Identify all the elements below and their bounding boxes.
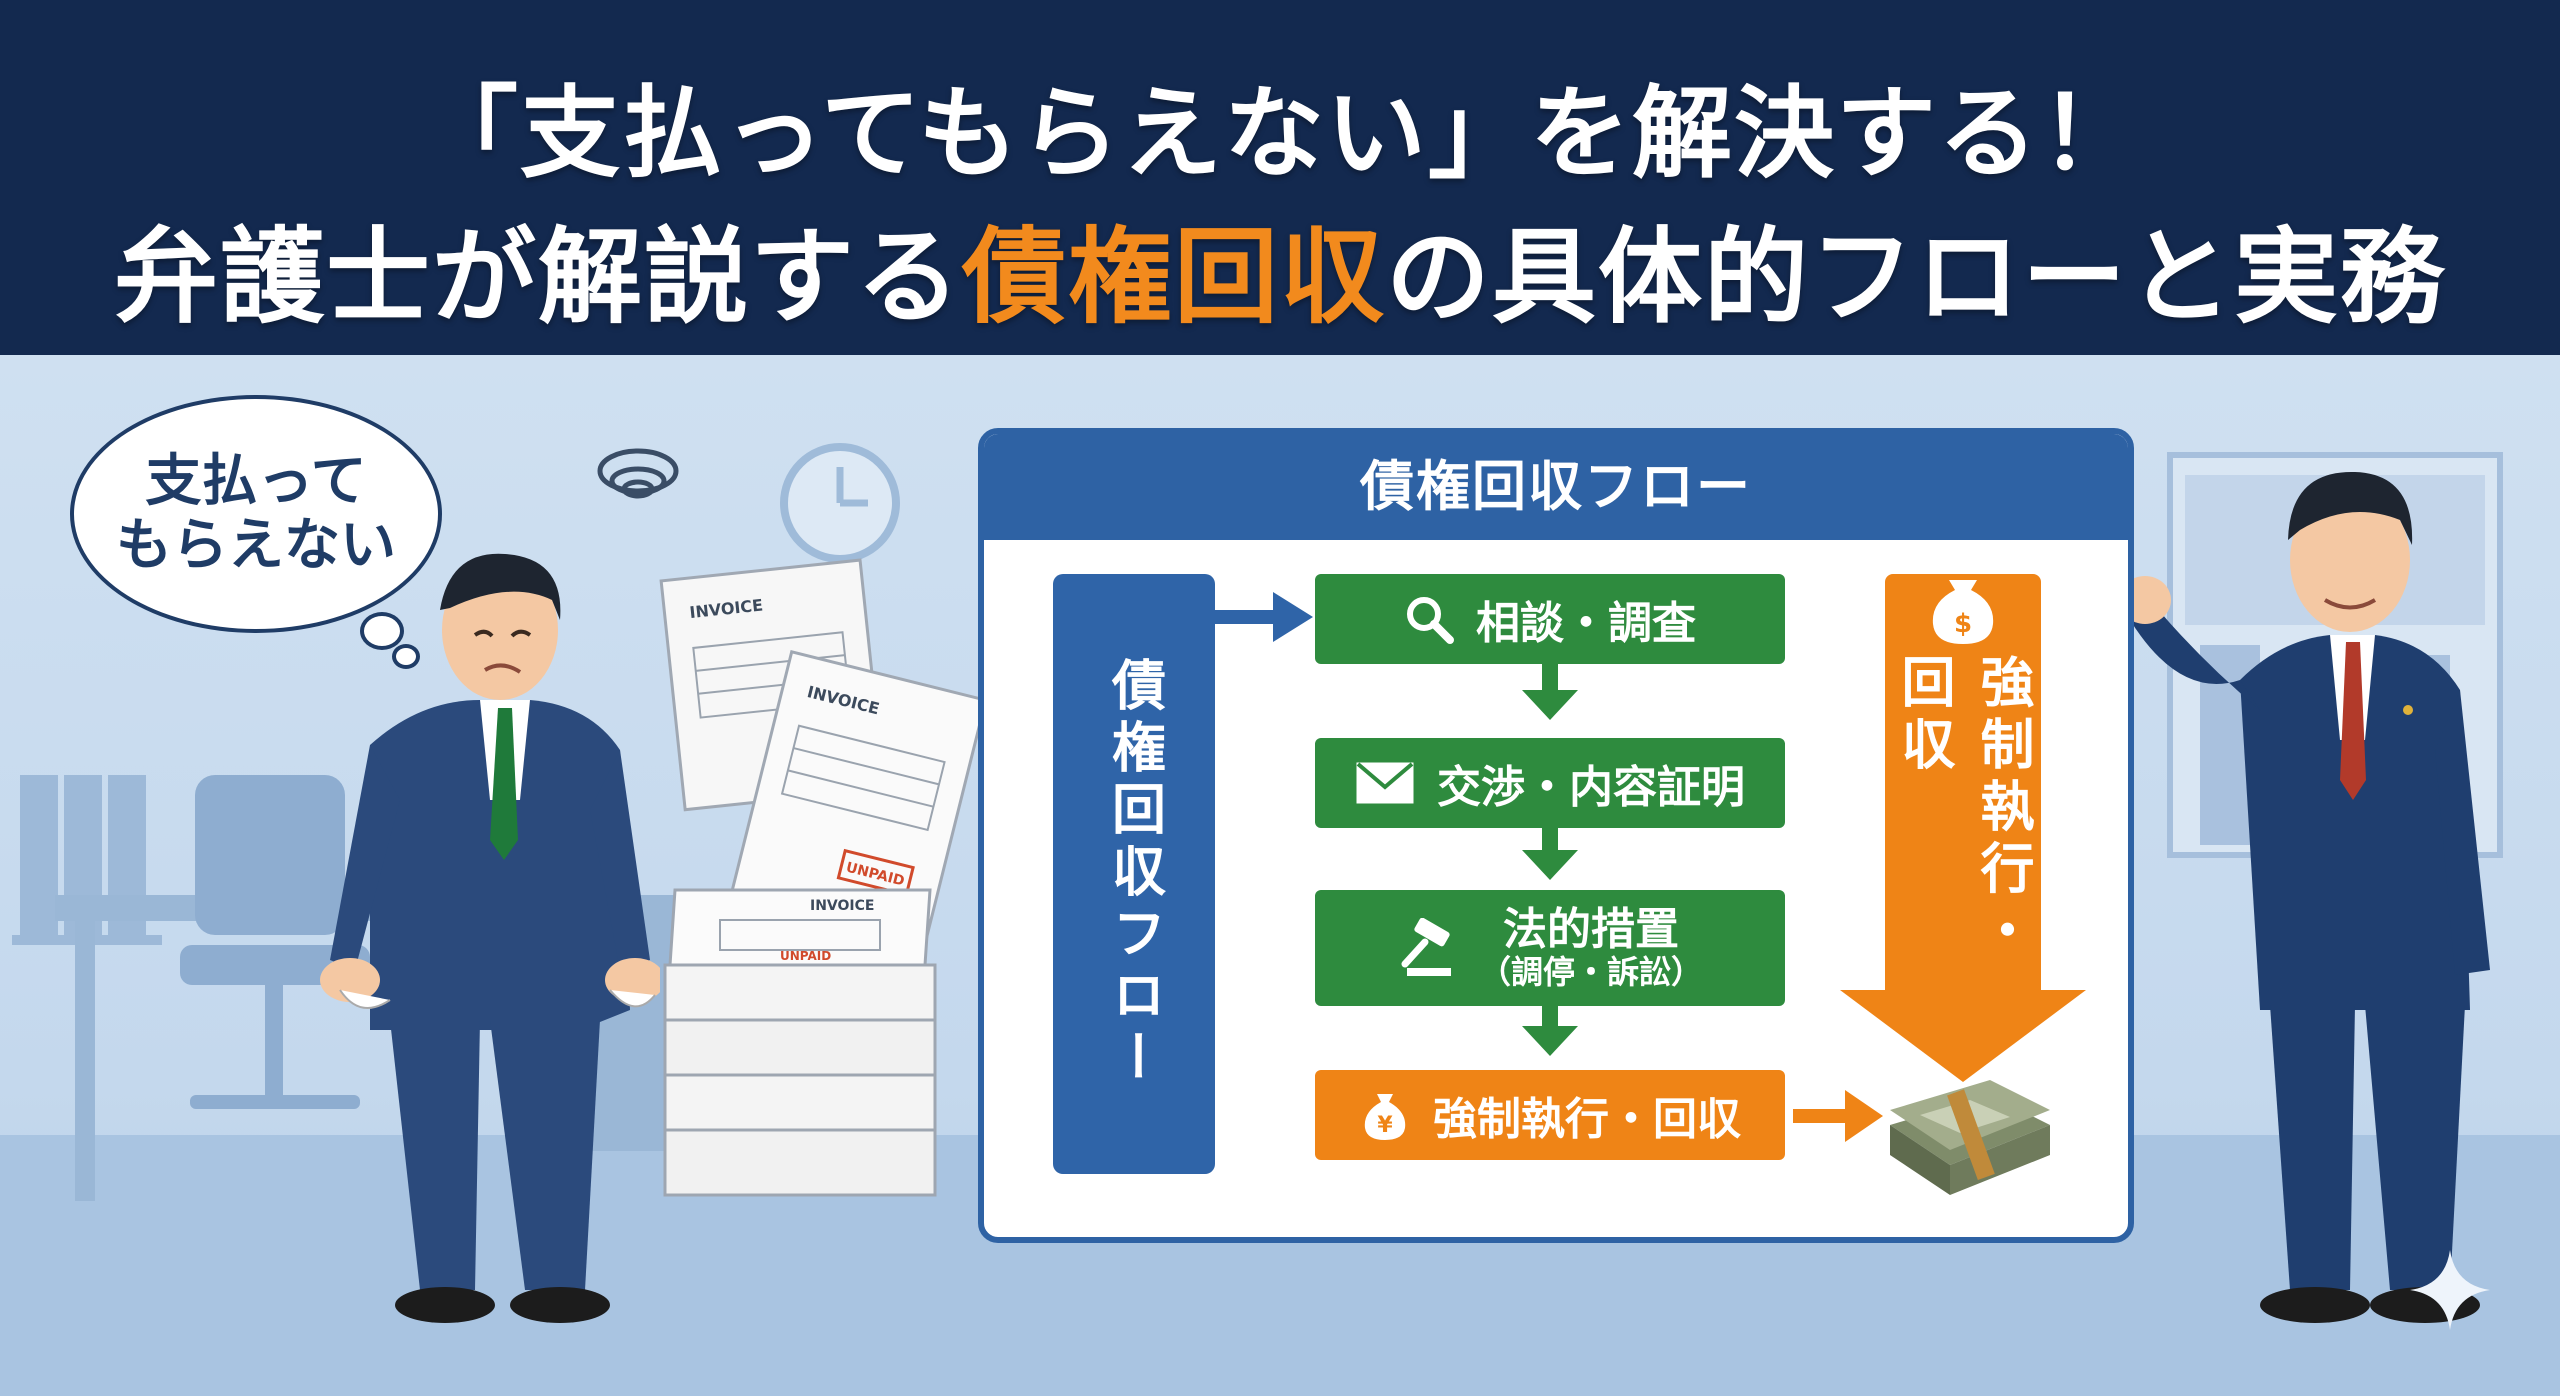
unpaid-stamp: UNPAID — [780, 949, 831, 963]
invoice-paper: INVOICE UNPAID — [729, 649, 980, 945]
magnifier-icon — [1407, 597, 1454, 644]
arrow-right-icon — [1215, 592, 1313, 642]
trousers — [390, 1020, 480, 1290]
svg-text:¥: ¥ — [1377, 1113, 1393, 1138]
suit-jacket — [2240, 635, 2470, 1010]
clock-icon — [780, 443, 900, 563]
flow-side-label: 債権回収フロー — [1102, 657, 1166, 1091]
invoice-label: INVOICE — [810, 898, 874, 914]
office-chair — [180, 775, 370, 1109]
gavel-icon — [1401, 918, 1451, 976]
flow-step-label: 交渉・内容証明 — [1437, 762, 1745, 813]
flow-title: 債権回収フロー — [984, 434, 2128, 540]
title-line-2-part1: 弁護士が解説する — [113, 216, 962, 338]
invoice-documents: INVOICE INVOICE UNPAID INVOICE UNPAID — [659, 558, 980, 1197]
pointing-arm — [2130, 600, 2260, 710]
dizzy-swirl-icon — [597, 448, 679, 499]
speech-bubble-line-2: もらえない — [116, 513, 396, 578]
arrow-down-icon — [1522, 1026, 1578, 1056]
empty-pocket — [339, 989, 391, 1009]
flow-step-negotiation: 交渉・内容証明 — [1315, 738, 1785, 828]
flow-step-label: 強制執行・回収 — [1433, 1094, 1741, 1145]
arrow-down-icon — [1522, 850, 1578, 880]
flow-step-sublabel: （調停・訴訟） — [1478, 952, 1703, 991]
trousers — [2270, 1005, 2355, 1290]
shoe — [2260, 1287, 2370, 1323]
green-tie — [490, 708, 518, 860]
lawyer — [2094, 471, 2490, 1323]
sparkle-icon — [2410, 1250, 2490, 1330]
flow-step-label: 相談・調査 — [1476, 598, 1696, 649]
title-banner: 「支払ってもらえない」を解決する！ 弁護士が解説する債権回収の具体的フローと実務 — [0, 0, 2560, 355]
big-arrow-label: 強制執行・回収 — [1892, 654, 2034, 964]
enforcement-big-arrow: 強制執行・回収 — [1885, 574, 2041, 994]
shoe — [395, 1287, 495, 1323]
arrow-down-stem — [1542, 828, 1558, 852]
arrow-right-icon — [1793, 1090, 1883, 1142]
worried-businessman — [320, 553, 660, 1323]
title-line-2: 弁護士が解説する債権回収の具体的フローと実務 — [0, 192, 2560, 343]
bubble-tail-dot — [360, 612, 404, 650]
red-tie — [2340, 642, 2366, 800]
hair — [2288, 471, 2413, 545]
money-bag-yen-icon: ¥ — [1364, 1094, 1406, 1140]
hair — [440, 553, 561, 620]
flow-step-legal-action: 法的措置 （調停・訴訟） — [1315, 890, 1785, 1006]
arrow-down-head — [1840, 990, 2086, 1082]
title-line-1: 「支払ってもらえない」を解決する！ — [418, 75, 2142, 192]
title-highlight: 債権回収 — [961, 216, 1386, 338]
arrow-down-icon — [1522, 690, 1578, 720]
arrow-down-stem — [1542, 1006, 1558, 1028]
title-line-2-part2: の具体的フローと実務 — [1386, 216, 2447, 338]
money-bag-dollar-icon: $ — [1932, 580, 1994, 644]
flow-step-label: 法的措置 — [1502, 904, 1679, 956]
flow-step-consultation: 相談・調査 — [1315, 574, 1785, 664]
envelope-icon — [1356, 762, 1414, 804]
speech-bubble: 支払って もらえない — [70, 395, 442, 633]
flow-step-enforcement: ¥ 強制執行・回収 — [1315, 1070, 1785, 1160]
empty-pocket — [609, 989, 656, 1008]
bubble-tail-dot — [392, 644, 420, 669]
shoe — [510, 1287, 610, 1323]
svg-text:$: $ — [1954, 609, 1972, 639]
invoice-stack: INVOICE UNPAID — [663, 888, 937, 1197]
face — [2290, 488, 2410, 632]
lawyer-badge — [2403, 705, 2413, 715]
speech-bubble-line-1: 支払って — [145, 448, 367, 514]
arrow-down-stem — [1542, 664, 1558, 692]
suit-jacket — [370, 700, 630, 1030]
money-stack-icon — [1890, 1080, 2050, 1195]
flow-side-label-bar: 債権回収フロー — [1053, 574, 1215, 1174]
